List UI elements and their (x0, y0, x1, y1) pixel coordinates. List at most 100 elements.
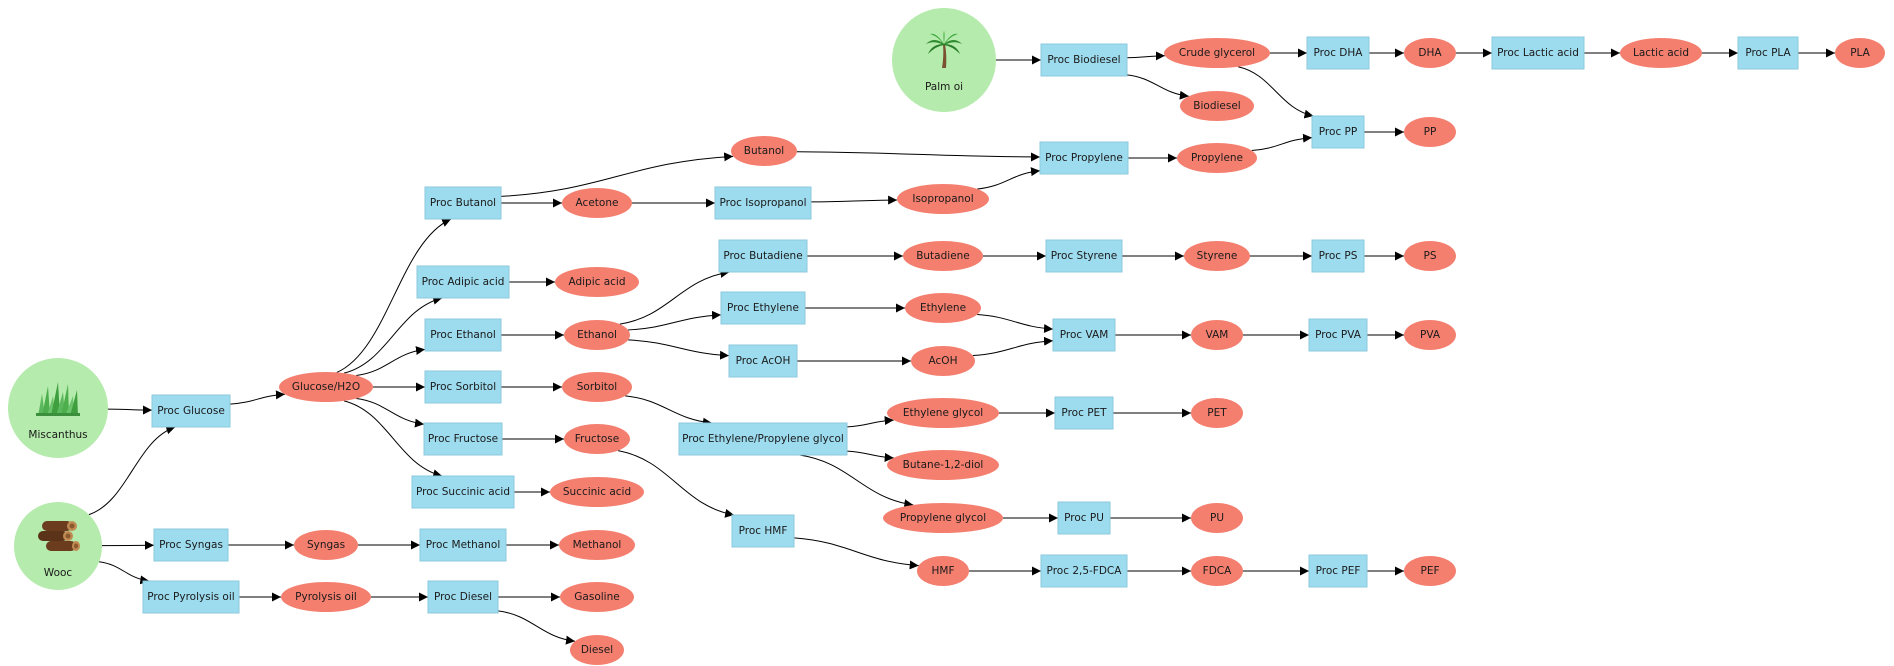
process-label: Proc Adipic acid (422, 276, 505, 288)
product-node-diesel: Diesel (570, 635, 624, 665)
process-box (1057, 501, 1111, 535)
process-node-procBiodiesel: Proc Biodiesel (1040, 43, 1128, 77)
product-node-methanol: Methanol (559, 530, 635, 560)
process-box (678, 422, 848, 456)
edge-wood-to-procGlucose (88, 425, 176, 516)
process-node-procDiesel: Proc Diesel (427, 580, 499, 614)
product-label: Ethylene (920, 302, 966, 314)
edge-procIsopropanol-to-isopropanol (810, 195, 898, 205)
source-node-wood: Wooc (14, 502, 102, 590)
edge-fructose-to-procHMF (617, 450, 735, 518)
product-node-succinic: Succinic acid (550, 477, 644, 507)
product-node-syngas: Syngas (294, 530, 358, 560)
process-node-procAcOH: Proc AcOH (728, 344, 798, 378)
product-ellipse (1164, 38, 1270, 68)
product-label: VAM (1206, 329, 1229, 341)
product-node-eg: Ethylene glycol (887, 398, 999, 428)
product-node-butanediol: Butane-1,2-diol (887, 450, 999, 480)
product-node-pg: Propylene glycol (883, 503, 1003, 533)
product-node-pu: PU (1191, 503, 1243, 533)
edge-glucose-to-procEthanol (356, 346, 426, 377)
edges-layer (88, 48, 1835, 645)
product-node-pla: PLA (1835, 38, 1885, 68)
product-ellipse (1191, 556, 1243, 586)
product-node-pva: PVA (1404, 320, 1456, 350)
edge-glucose-to-procButanol (336, 218, 452, 373)
product-ellipse (917, 556, 969, 586)
process-box (424, 186, 502, 220)
process-label: Proc PLA (1745, 47, 1791, 59)
process-box (1311, 115, 1365, 149)
process-box (1491, 36, 1585, 70)
product-ellipse (1404, 556, 1456, 586)
product-ellipse (883, 503, 1003, 533)
product-label: PVA (1420, 329, 1441, 341)
source-label: Wooc (44, 567, 73, 579)
process-label: Proc Syngas (159, 539, 223, 551)
product-ellipse (1404, 117, 1456, 147)
product-ellipse (564, 424, 630, 454)
product-label: PEF (1420, 565, 1439, 577)
product-label: Gasoline (574, 591, 619, 603)
product-label: Crude glycerol (1179, 47, 1255, 59)
process-box (1311, 239, 1365, 273)
product-ellipse (1177, 143, 1257, 173)
product-node-acetone: Acetone (562, 188, 632, 218)
process-node-procSuccinic: Proc Succinic acid (411, 475, 515, 509)
product-node-styrene: Styrene (1184, 241, 1250, 271)
product-ellipse (905, 293, 981, 323)
product-label: Methanol (573, 539, 622, 551)
product-ellipse (1404, 241, 1456, 271)
edge-ethanol-to-procAcOH (628, 339, 730, 360)
process-node-procDHA: Proc DHA (1306, 36, 1370, 70)
product-ellipse (281, 582, 371, 612)
process-box (153, 528, 229, 562)
source-node-misc: Miscanthus (8, 358, 108, 458)
process-label: Proc Fructose (428, 433, 498, 445)
process-node-procMethanol: Proc Methanol (419, 528, 507, 562)
product-ellipse (1404, 38, 1456, 68)
process-box (1308, 318, 1368, 352)
process-label: Proc Butanol (430, 197, 496, 209)
process-box (1040, 43, 1128, 77)
product-ellipse (1191, 398, 1243, 428)
product-ellipse (1180, 91, 1254, 121)
product-node-hmf: HMF (917, 556, 969, 586)
product-node-butanol: Butanol (731, 136, 797, 166)
process-node-procButanol: Proc Butanol (424, 186, 502, 220)
process-node-procPP: Proc PP (1311, 115, 1365, 149)
product-node-ethanol: Ethanol (564, 320, 630, 350)
edge-glucose-to-procFructose (356, 397, 425, 428)
process-node-procStyrene: Proc Styrene (1045, 239, 1123, 273)
product-label: Isopropanol (912, 193, 973, 205)
product-label: HMF (932, 565, 955, 577)
product-node-lactic: Lactic acid (1620, 38, 1702, 68)
product-node-glucose: Glucose/H2O (279, 372, 373, 402)
process-label: Proc PU (1064, 512, 1104, 524)
edge-misc-to-procGlucose (107, 405, 153, 415)
process-box (728, 344, 798, 378)
product-ellipse (294, 530, 358, 560)
product-label: Adipic acid (568, 276, 625, 288)
product-node-propylene: Propylene (1177, 143, 1257, 173)
edge-procBiodiesel-to-crudeGly (1126, 51, 1165, 61)
process-box (411, 475, 515, 509)
process-label: Proc Sorbitol (430, 381, 496, 393)
process-box (424, 318, 502, 352)
product-ellipse (897, 184, 989, 214)
process-node-procEthanol: Proc Ethanol (424, 318, 502, 352)
product-label: Lactic acid (1633, 47, 1689, 59)
product-node-pet: PET (1191, 398, 1243, 428)
product-label: PP (1424, 126, 1437, 138)
product-label: Propylene glycol (900, 512, 986, 524)
process-label: Proc 2,5-FDCA (1047, 565, 1123, 577)
product-ellipse (560, 582, 634, 612)
product-label: Biodiesel (1193, 100, 1240, 112)
product-node-fructose: Fructose (564, 424, 630, 454)
product-ellipse (887, 450, 999, 480)
process-label: Proc Methanol (426, 539, 501, 551)
product-label: DHA (1418, 47, 1442, 59)
edge-glucose-to-procSuccinic (343, 400, 443, 479)
process-node-procFructose: Proc Fructose (423, 422, 503, 456)
